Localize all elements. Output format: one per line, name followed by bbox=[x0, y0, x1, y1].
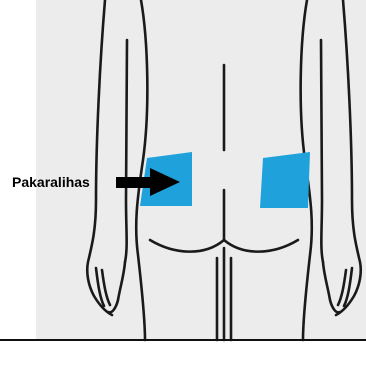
right-buttock-injection-area bbox=[260, 152, 310, 208]
bottom-divider bbox=[0, 339, 366, 341]
background-panel bbox=[36, 0, 366, 340]
pakaralihas-label: Pakaralihas bbox=[12, 174, 90, 190]
arrow-shaft bbox=[116, 177, 150, 188]
